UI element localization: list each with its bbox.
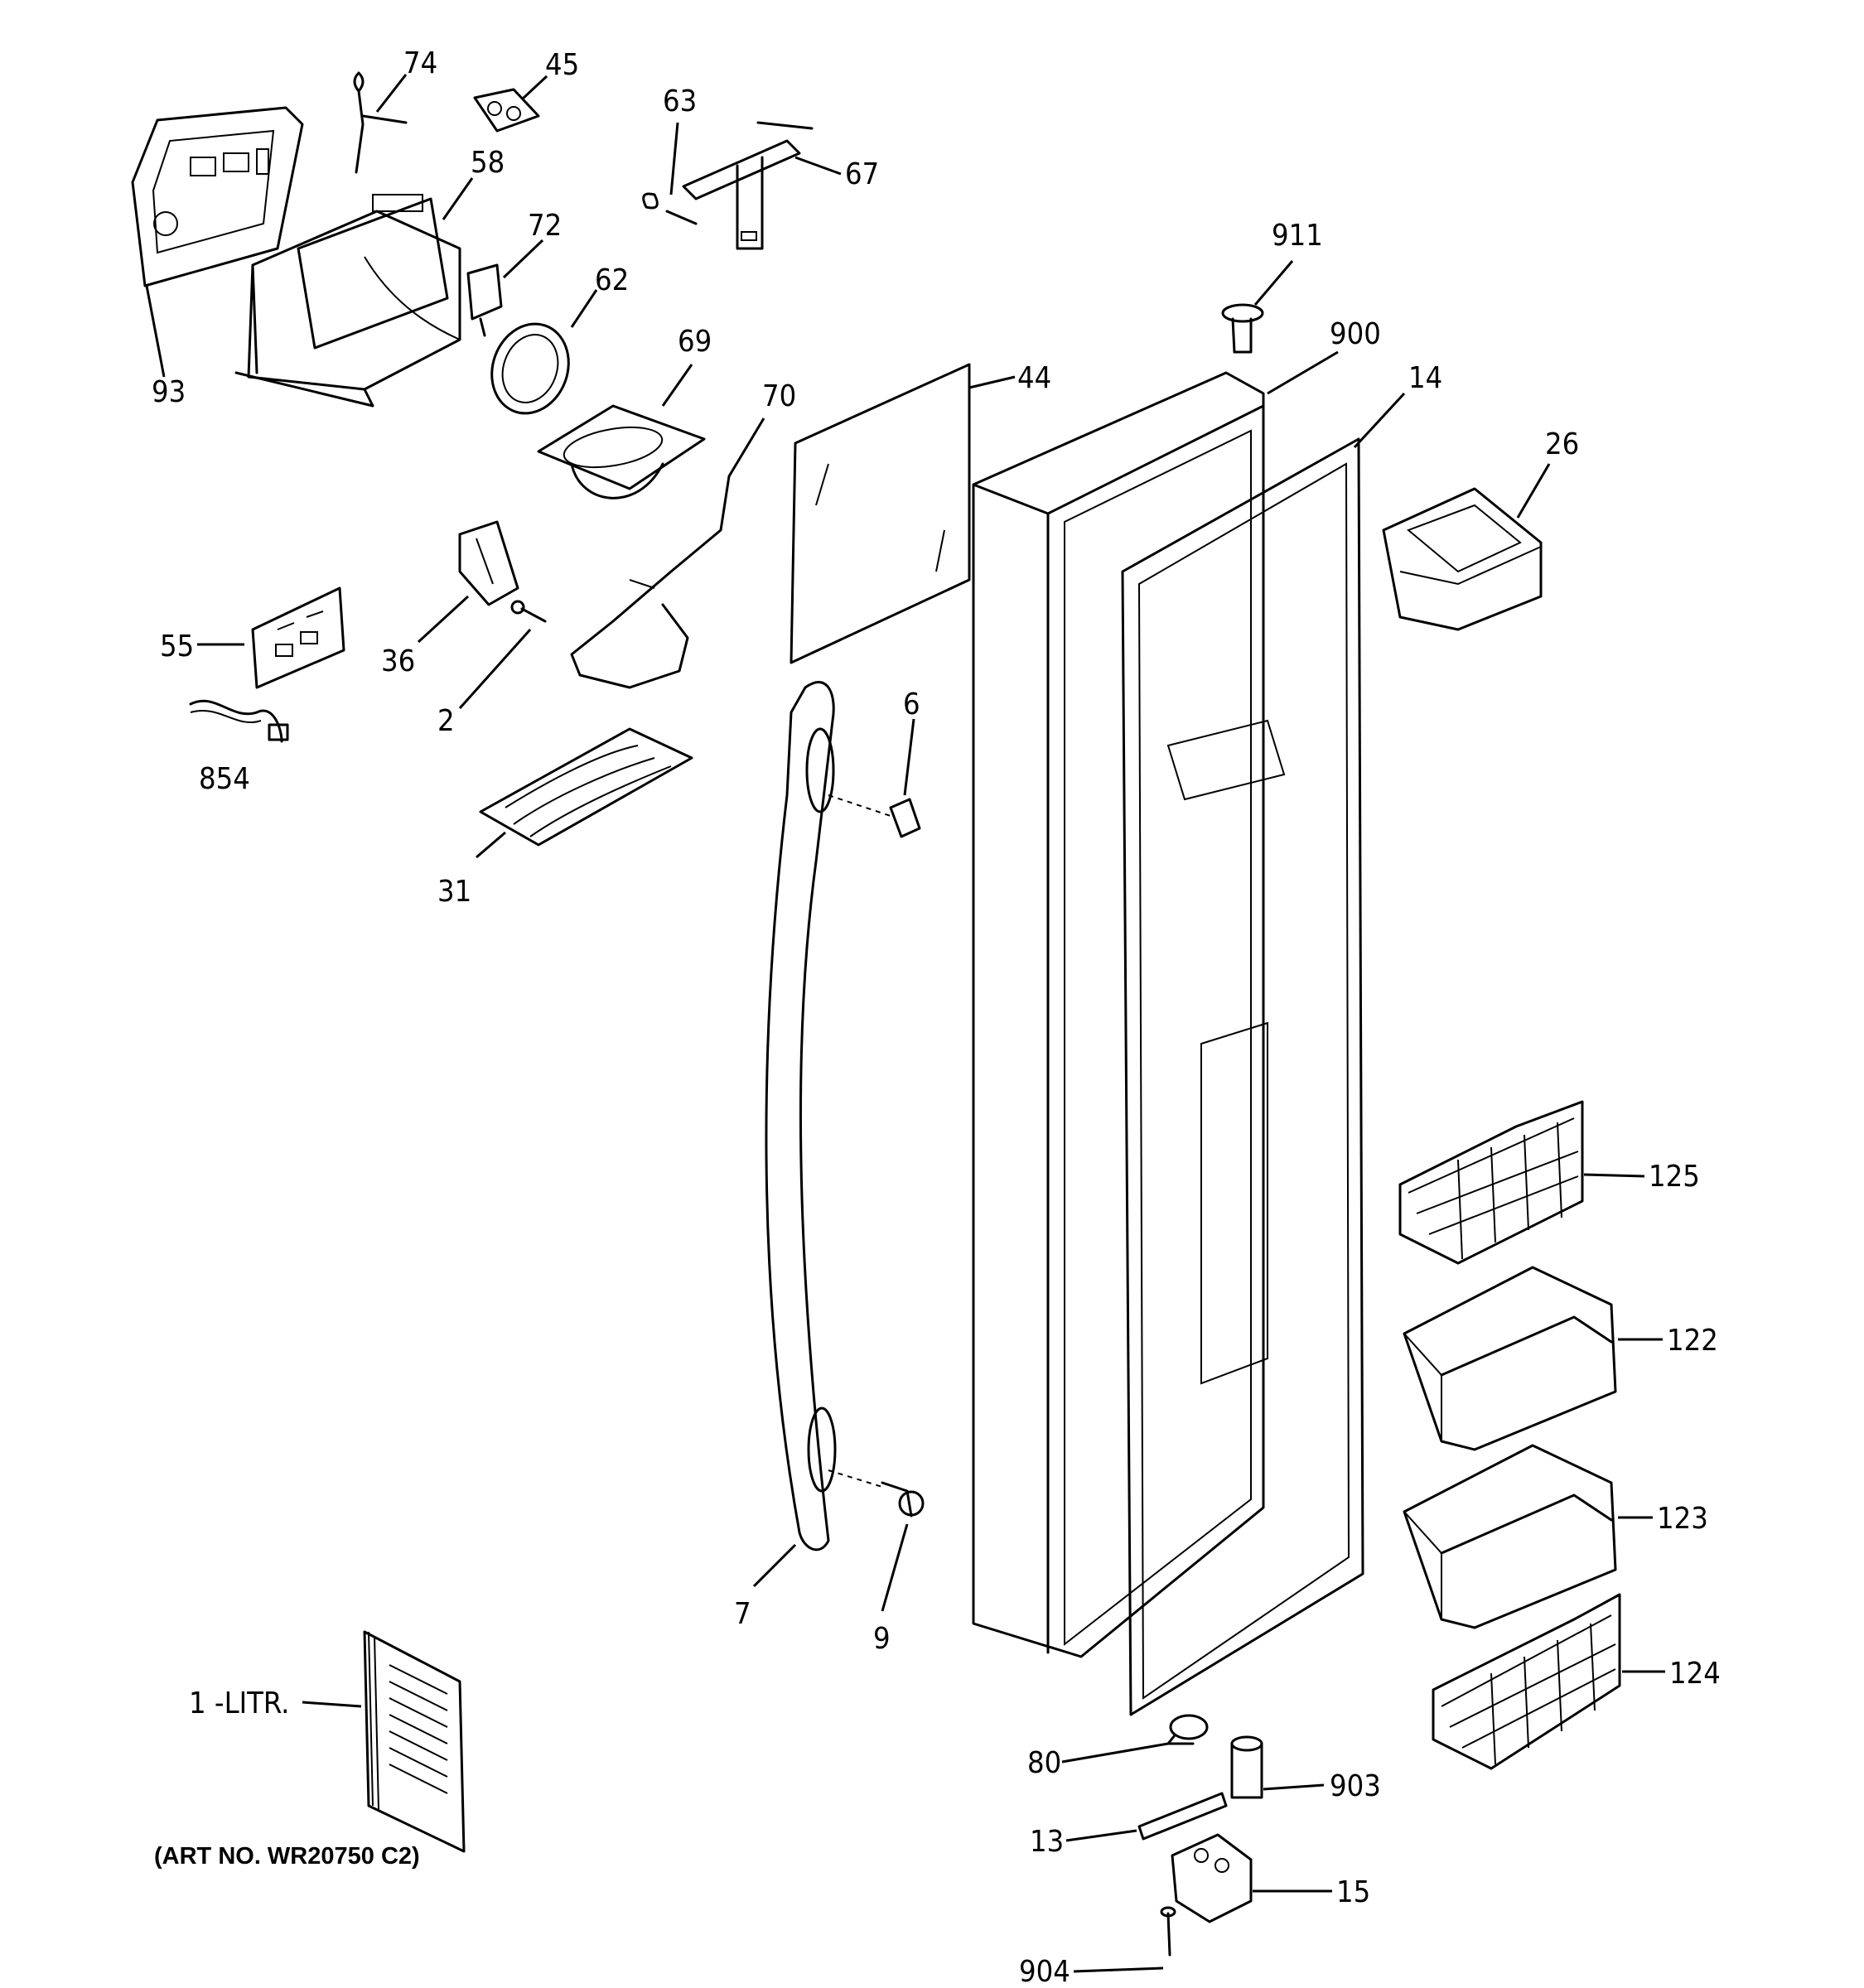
- part-44-panel: [790, 363, 971, 664]
- part-903-pin: [1230, 1735, 1263, 1799]
- callout-125: 125: [1649, 1160, 1700, 1194]
- part-70-chute: [570, 475, 731, 689]
- part-124-wire-shelf: [1432, 1593, 1621, 1770]
- callout-63: 63: [663, 84, 697, 118]
- part-58-housing: [234, 194, 461, 408]
- part-7-handle: [765, 681, 837, 1551]
- callout-2: 2: [437, 704, 455, 738]
- part-13-bracket: [1137, 1792, 1228, 1841]
- callout-45: 45: [545, 48, 579, 82]
- part-15-hinge: [1171, 1833, 1253, 1923]
- part-904-screw: [1160, 1906, 1176, 1957]
- part-854-harness: [189, 699, 289, 743]
- callout-900: 900: [1330, 317, 1381, 351]
- callout-1-litr: 1 -LITR.: [189, 1686, 289, 1720]
- part-6-screw: [828, 794, 921, 838]
- part-45-bracket: [473, 88, 540, 133]
- part-80-plug: [1166, 1714, 1209, 1745]
- callout-123: 123: [1657, 1502, 1708, 1536]
- callout-854: 854: [199, 762, 250, 796]
- part-36-bracket: [458, 520, 519, 606]
- callout-7: 7: [734, 1597, 751, 1631]
- part-literature: [363, 1630, 466, 1853]
- callout-9: 9: [873, 1622, 891, 1656]
- callout-70: 70: [762, 379, 796, 413]
- part-62-ring: [490, 322, 570, 415]
- callout-36: 36: [381, 644, 415, 678]
- callout-15: 15: [1336, 1875, 1370, 1909]
- callout-13: 13: [1030, 1825, 1064, 1859]
- callout-911: 911: [1272, 219, 1323, 253]
- part-55-board: [251, 586, 345, 689]
- callout-labels: 74 45 63 67 58 72 62 93 69 70 44 911 900…: [152, 46, 1721, 1988]
- part-67-bracket: [682, 121, 814, 250]
- leader-lines: [145, 74, 1665, 1973]
- callout-904: 904: [1019, 1955, 1070, 1988]
- part-900-door: [972, 371, 1265, 1658]
- part-74-spring: [353, 71, 408, 174]
- callout-93: 93: [152, 375, 186, 409]
- callout-55: 55: [160, 630, 194, 663]
- callout-6: 6: [903, 688, 920, 721]
- callout-903: 903: [1330, 1769, 1381, 1803]
- part-123-bin: [1403, 1444, 1617, 1629]
- callout-58: 58: [471, 146, 505, 180]
- part-93-control-panel: [131, 106, 304, 287]
- part-72-switch: [466, 263, 503, 337]
- part-63-spring: [642, 192, 698, 225]
- callout-69: 69: [678, 325, 712, 359]
- part-2-screw: [510, 600, 547, 623]
- callout-74: 74: [403, 46, 437, 80]
- part-911-bushing: [1221, 303, 1264, 354]
- part-9-screw: [828, 1469, 925, 1518]
- callout-122: 122: [1667, 1324, 1718, 1358]
- callout-67: 67: [845, 157, 879, 191]
- callout-72: 72: [528, 209, 562, 243]
- part-31-drip-tray: [479, 727, 693, 847]
- callout-31: 31: [437, 875, 471, 909]
- part-26-bin: [1382, 487, 1543, 631]
- part-122-bin: [1403, 1266, 1617, 1451]
- callout-80: 80: [1027, 1746, 1061, 1780]
- part-14-gasket: [1121, 437, 1364, 1716]
- callout-44: 44: [1017, 361, 1051, 395]
- art-number: (ART NO. WR20750 C2): [154, 1843, 420, 1870]
- callout-124: 124: [1669, 1657, 1721, 1691]
- part-69-funnel: [537, 404, 706, 499]
- callout-26: 26: [1545, 427, 1579, 461]
- callout-62: 62: [595, 263, 629, 297]
- part-125-wire-shelf: [1398, 1100, 1584, 1265]
- callout-14: 14: [1408, 361, 1442, 395]
